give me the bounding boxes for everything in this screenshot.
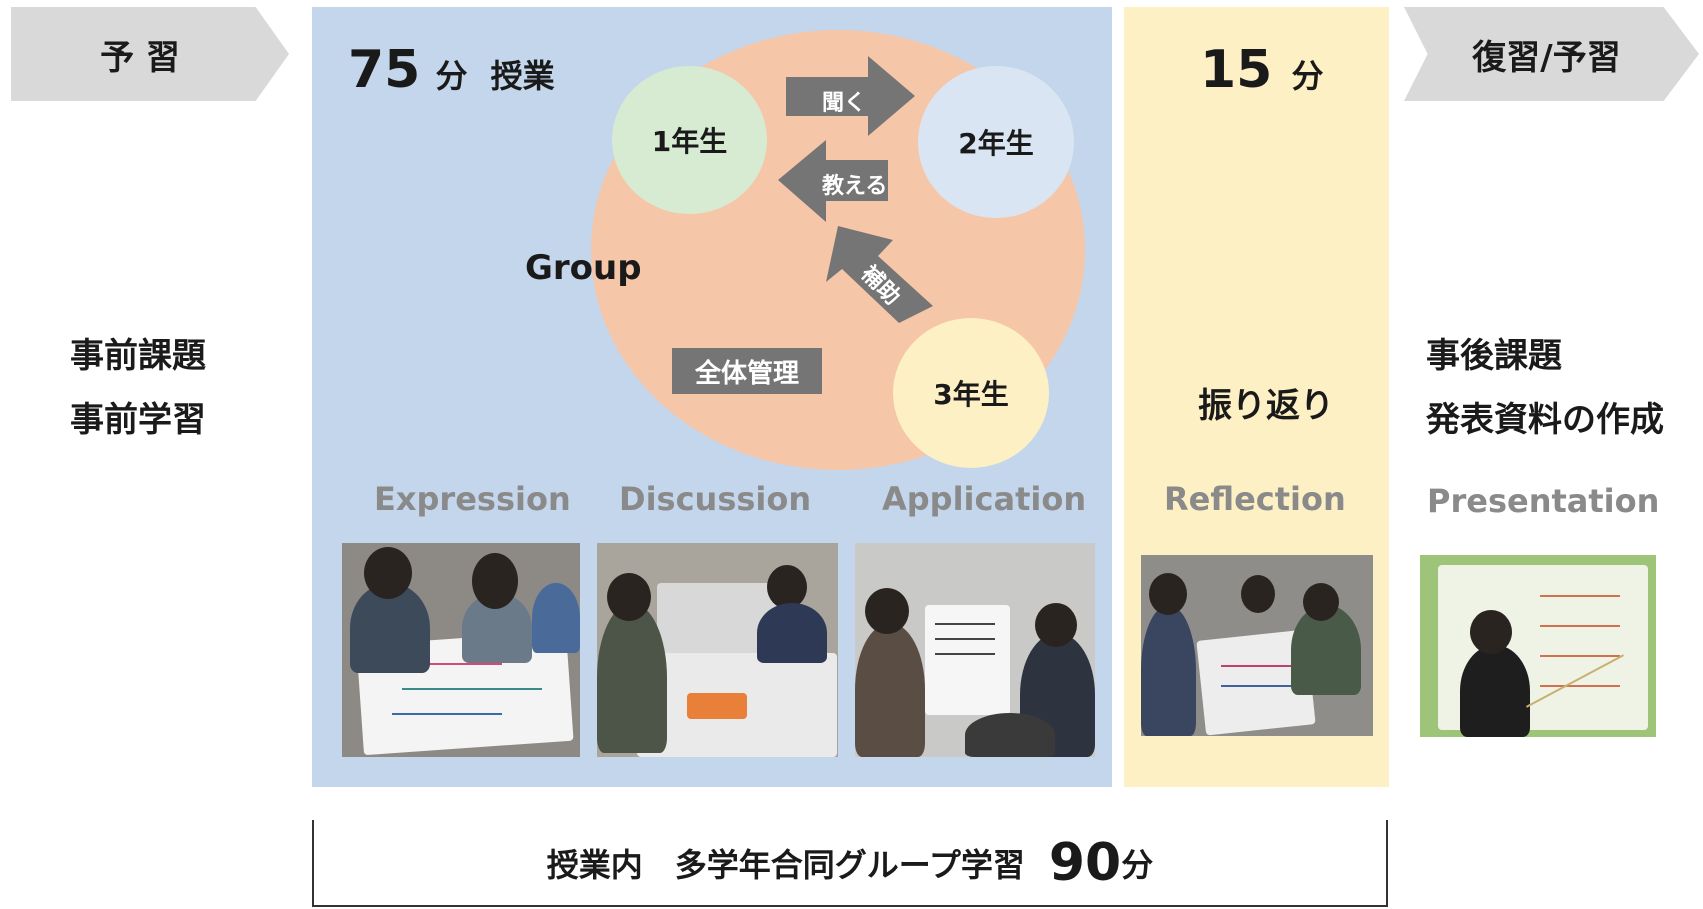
- footer-minutes-unit: 分: [1121, 845, 1154, 884]
- pre-task-1: 事前課題: [70, 336, 206, 376]
- assist-arrow-icon: [826, 226, 933, 323]
- review-label: 復習/予習: [1472, 37, 1621, 78]
- year3-circle: 3年生: [893, 318, 1049, 468]
- phase-reflection: Reflection: [1164, 480, 1346, 518]
- pre-study-chevron: 予 習: [11, 7, 289, 101]
- year3-label: 3年生: [933, 378, 1009, 411]
- expression-photo: [342, 543, 580, 757]
- pre-study-label: 予 習: [100, 37, 180, 78]
- reflection-title: 15 分: [1200, 40, 1323, 100]
- presentation-photo: [1420, 555, 1656, 737]
- teach-arrow-icon: [778, 140, 888, 222]
- phase-presentation: Presentation: [1427, 482, 1660, 520]
- review-chevron: 復習/予習: [1404, 7, 1699, 101]
- reflection-activity-label: 振り返り: [1198, 386, 1334, 426]
- year2-label: 2年生: [958, 127, 1034, 160]
- class-minutes: 75: [348, 40, 421, 100]
- phase-application: Application: [882, 480, 1087, 518]
- phase-expression: Expression: [374, 480, 571, 518]
- pre-task-2: 事前学習: [70, 400, 206, 440]
- class-title: 75 分 授業: [348, 40, 555, 100]
- footer-box: 授業内 多学年合同グループ学習 90 分: [312, 820, 1388, 907]
- reflection-photo: [1141, 555, 1373, 736]
- post-task-2: 発表資料の作成: [1426, 400, 1664, 440]
- reflection-minutes: 15: [1200, 40, 1273, 100]
- class-label: 授業: [490, 57, 555, 95]
- discussion-photo: [597, 543, 838, 757]
- application-photo: [855, 543, 1095, 757]
- post-task-1: 事後課題: [1426, 336, 1562, 376]
- footer-minutes: 90: [1048, 832, 1122, 893]
- listen-arrow-label: 聞く: [822, 91, 867, 116]
- teach-arrow-label: 教える: [822, 174, 888, 199]
- reflection-minutes-unit: 分: [1291, 57, 1324, 95]
- management-label: 全体管理: [694, 358, 799, 389]
- class-minutes-unit: 分: [435, 57, 468, 95]
- group-label: Group: [525, 248, 642, 288]
- year1-circle: 1年生: [612, 66, 767, 214]
- year2-circle: 2年生: [918, 66, 1074, 218]
- management-badge: 全体管理: [672, 348, 822, 394]
- year1-label: 1年生: [651, 125, 728, 158]
- footer-text: 授業内 多学年合同グループ学習: [546, 845, 1025, 884]
- listen-arrow-icon: [786, 56, 915, 136]
- phase-discussion: Discussion: [619, 480, 812, 518]
